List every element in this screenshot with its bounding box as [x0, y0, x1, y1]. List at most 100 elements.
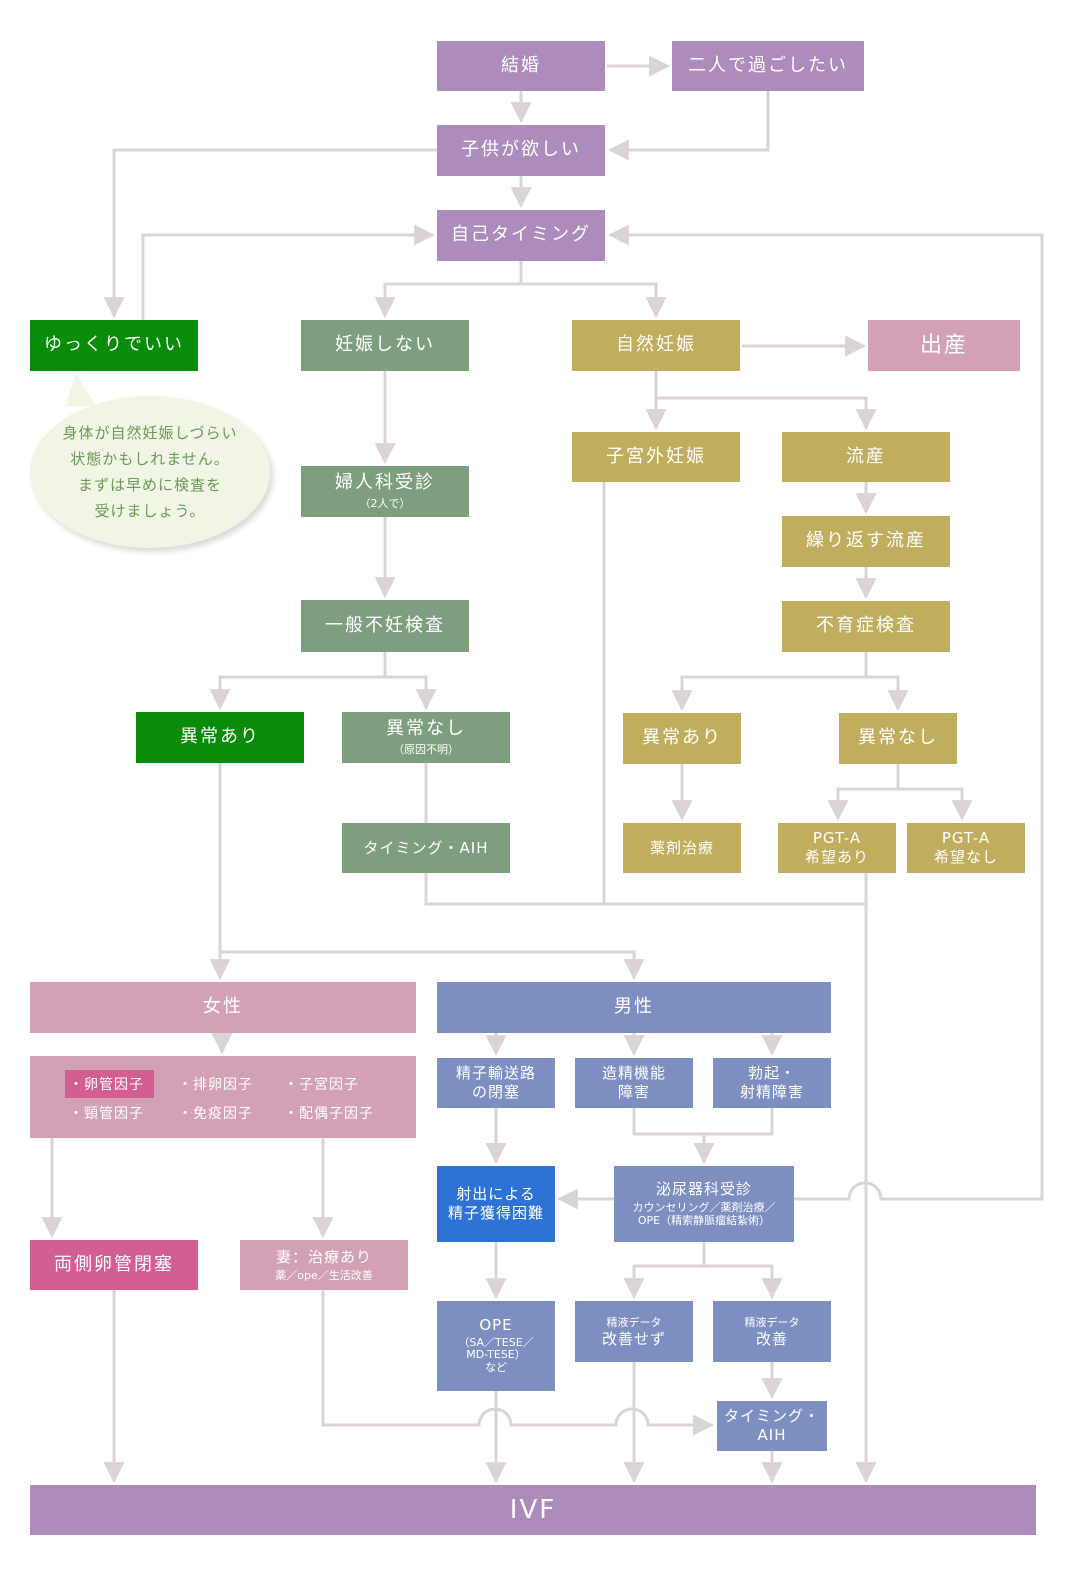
pgta-yes-line: 希望あり: [804, 848, 869, 866]
normal-label-right: 異常なし: [858, 727, 938, 749]
infertility-test-box: 不育症検査: [782, 601, 950, 652]
timing-aih-line: AIH: [757, 1426, 787, 1444]
erection-box: 勃起・ 射精障害: [713, 1058, 831, 1108]
advice-text: 身体が自然妊娠しづらい 状態かもしれません。 まずは早めに検査を 受けましょう。: [40, 420, 260, 525]
timing-aih-line: タイミング・: [723, 1407, 820, 1426]
male-label: 男性: [614, 996, 654, 1018]
birth-label: 出産: [919, 332, 968, 358]
advice-bubble: 身体が自然妊娠しづらい 状態かもしれません。 まずは早めに検査を 受けましょう。: [30, 396, 270, 548]
male-header: 男性: [437, 982, 831, 1033]
recurrent-box: 繰り返す流産: [782, 516, 950, 567]
semen-improved-box: 精液データ 改善: [713, 1301, 831, 1362]
marriage-label: 結婚: [501, 54, 541, 76]
natural-pregnancy-label: 自然妊娠: [616, 334, 696, 356]
normal-note-left: （原因不明）: [393, 742, 459, 756]
spermatogenesis-line: 障害: [617, 1083, 650, 1101]
ejaculation-line: 精子獲得困難: [447, 1204, 544, 1222]
advice-line: 身体が自然妊娠しづらい: [62, 423, 238, 442]
take-it-slow-box: ゆっくりでいい: [30, 320, 198, 371]
urology-box: 泌尿器科受診 カウンセリング／薬剤治療／ OPE（精索静脈瘤結紮術）: [614, 1166, 794, 1242]
normal-box-right: 異常なし: [839, 713, 957, 764]
advice-line: 受けましょう。: [94, 502, 206, 521]
miscarriage-box: 流産: [782, 432, 950, 482]
obstruction-box: 精子輸送路 の閉塞: [437, 1058, 555, 1108]
abnormal-label-right: 異常あり: [642, 727, 722, 749]
female-label: 女性: [203, 996, 243, 1018]
self-timing-label: 自己タイミング: [451, 224, 591, 246]
ivf-label: IVF: [509, 1494, 557, 1525]
bubble-tail: [66, 372, 96, 406]
timing-aih-label-left: タイミング・AIH: [363, 838, 489, 857]
no-pregnancy-label: 妊娠しない: [335, 334, 435, 356]
semen-not-improved-line: 改善せず: [601, 1330, 666, 1348]
semen-not-improved-box: 精液データ 改善せず: [575, 1301, 693, 1362]
abnormal-box-right: 異常あり: [623, 713, 741, 764]
natural-pregnancy-box: 自然妊娠: [572, 320, 740, 371]
obstruction-line: 精子輸送路: [455, 1064, 536, 1083]
general-test-box: 一般不妊検査: [301, 600, 469, 652]
recurrent-label: 繰り返す流産: [806, 530, 926, 552]
gyn-visit-note: （2人で）: [359, 496, 411, 510]
ejaculation-box: 射出による 精子獲得困難: [437, 1166, 555, 1242]
urology-note: カウンセリング／薬剤治療／: [632, 1200, 776, 1214]
no-pregnancy-box: 妊娠しない: [301, 320, 469, 371]
obstruction-line: の閉塞: [471, 1083, 520, 1101]
factor-immune: ・免疫因子: [178, 1106, 253, 1122]
drug-therapy-label: 薬剤治療: [649, 838, 714, 857]
take-it-slow-label: ゆっくりでいい: [44, 334, 184, 356]
advice-line: 状態かもしれません。: [70, 449, 230, 468]
factor-tubal: ・卵管因子: [65, 1070, 154, 1098]
marriage-box: 結婚: [437, 41, 605, 91]
female-factors-panel: ・卵管因子 ・排卵因子 ・子宮因子 ・頸管因子 ・免疫因子 ・配偶子因子: [30, 1056, 416, 1138]
normal-label-left: 異常なし: [386, 718, 466, 740]
semen-improved-line: 改善: [755, 1330, 788, 1348]
bilateral-obstruction-label: 両側卵管閉塞: [54, 1253, 174, 1275]
advice-line: まずは早めに検査を: [77, 476, 222, 494]
wife-treatment-label: 妻：治療あり: [275, 1247, 372, 1266]
wife-treatment-note: 薬／ope／生活改善: [275, 1268, 373, 1282]
drug-therapy-box: 薬剤治療: [623, 823, 741, 873]
ectopic-label: 子宮外妊娠: [606, 445, 706, 467]
ectopic-box: 子宮外妊娠: [572, 432, 740, 482]
wife-treatment-box: 妻：治療あり 薬／ope／生活改善: [240, 1240, 408, 1290]
gyn-visit-label: 婦人科受診: [335, 472, 435, 494]
infertility-test-label: 不育症検査: [816, 615, 916, 637]
pgta-no-line: 希望なし: [933, 848, 998, 866]
ivf-box: IVF: [30, 1485, 1036, 1535]
spermatogenesis-box: 造精機能 障害: [575, 1058, 693, 1108]
pgta-yes-box: PGT-A 希望あり: [778, 823, 896, 873]
pgta-no-line: PGT-A: [941, 829, 991, 848]
gyn-visit-box: 婦人科受診 （2人で）: [301, 466, 469, 517]
birth-box: 出産: [868, 320, 1020, 371]
timing-aih-box-left: タイミング・AIH: [342, 823, 510, 873]
ope-label: OPE: [479, 1316, 513, 1335]
factor-cervical: ・頸管因子: [69, 1106, 144, 1122]
timing-aih-box-male: タイミング・ AIH: [717, 1401, 827, 1451]
factor-ovulation: ・排卵因子: [178, 1077, 253, 1093]
semen-not-improved-line: 精液データ: [606, 1316, 662, 1330]
pgta-no-box: PGT-A 希望なし: [907, 823, 1025, 873]
normal-box-left: 異常なし （原因不明）: [342, 712, 510, 763]
abnormal-box-left: 異常あり: [136, 712, 304, 763]
want-child-label: 子供が欲しい: [461, 139, 581, 161]
pgta-yes-line: PGT-A: [812, 829, 862, 848]
two-alone-label: 二人で過ごしたい: [688, 54, 848, 76]
ejaculation-line: 射出による: [456, 1185, 536, 1204]
erection-line: 勃起・: [747, 1064, 796, 1083]
urology-label: 泌尿器科受診: [655, 1179, 752, 1198]
miscarriage-label: 流産: [846, 445, 886, 467]
two-alone-box: 二人で過ごしたい: [672, 41, 864, 91]
self-timing-box: 自己タイミング: [437, 210, 605, 261]
urology-note: OPE（精索静脈瘤結紮術）: [637, 1214, 771, 1228]
ope-note: （SA／TESE／: [458, 1335, 534, 1349]
want-child-box: 子供が欲しい: [437, 125, 605, 176]
factor-uterine: ・子宮因子: [284, 1077, 359, 1093]
abnormal-label-left: 異常あり: [180, 726, 260, 748]
general-test-label: 一般不妊検査: [325, 614, 445, 636]
bilateral-obstruction-box: 両側卵管閉塞: [30, 1240, 198, 1290]
ope-note: MD-TESE）: [466, 1348, 526, 1362]
spermatogenesis-line: 造精機能: [601, 1064, 666, 1083]
female-header: 女性: [30, 982, 416, 1033]
